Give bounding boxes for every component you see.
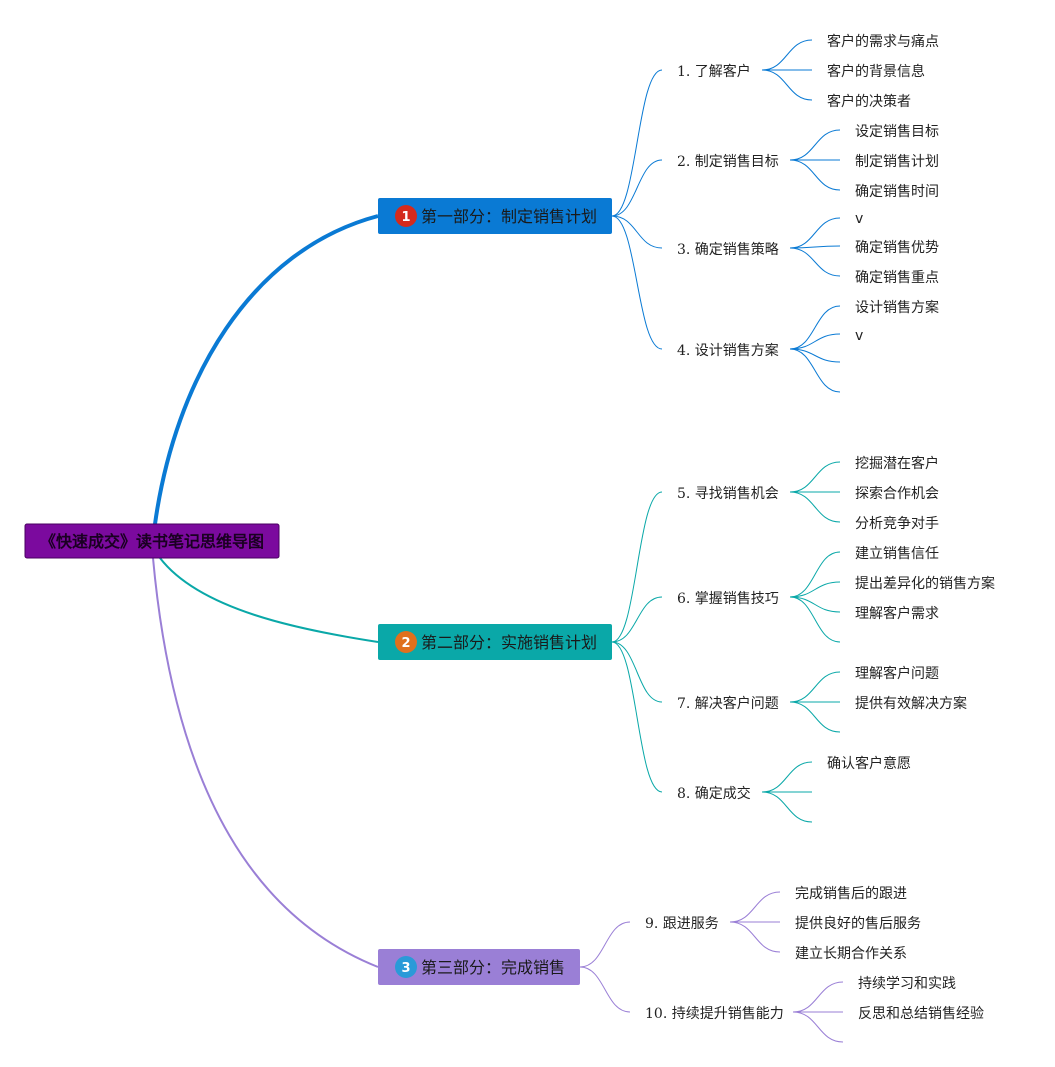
topic-3[interactable]: 3. 确定销售策略 xyxy=(677,241,779,258)
leaf-9-3[interactable]: 建立长期合作关系 xyxy=(795,946,907,962)
connector-11 xyxy=(789,247,841,277)
leaf-10-2[interactable]: 反思和总结销售经验 xyxy=(858,1006,984,1022)
part-title-1: 第一部分：制定销售计划 xyxy=(421,207,597,226)
badge-1 xyxy=(395,205,417,227)
connector-24 xyxy=(789,596,841,613)
leaf-9-1[interactable]: 完成销售后的跟进 xyxy=(795,886,907,902)
part-box-3 xyxy=(378,949,580,985)
root-title: 《快速成交》读书笔记思维导图 xyxy=(40,532,264,551)
leaf-3-2[interactable]: 确定销售优势 xyxy=(855,240,939,256)
leaf-3-3[interactable]: 确定销售重点 xyxy=(855,270,939,286)
connector-9 xyxy=(789,217,841,249)
leaf-5-1[interactable]: 挖掘潜在客户 xyxy=(855,455,939,472)
connector-8 xyxy=(611,215,663,249)
connector-22 xyxy=(789,551,841,598)
part-node-1[interactable]: 1 第一部分：制定销售计划 xyxy=(378,198,612,234)
connector-38 xyxy=(579,966,631,1013)
connector-12 xyxy=(611,215,663,350)
leaf-2-2[interactable]: 制定销售计划 xyxy=(855,154,939,170)
connector-10 xyxy=(789,245,841,249)
connector-37 xyxy=(729,921,781,953)
connector-26 xyxy=(611,641,663,703)
leaf-7-1[interactable]: 理解客户问题 xyxy=(855,665,939,682)
connector-7 xyxy=(789,159,841,191)
connector-4 xyxy=(611,159,663,217)
connector-1 xyxy=(761,39,813,71)
leaf-3-1[interactable]: v xyxy=(855,211,863,227)
topic-1[interactable]: 1. 了解客户 xyxy=(677,63,751,80)
leaf-1-1[interactable]: 客户的需求与痛点 xyxy=(827,33,939,50)
root-node[interactable]: 《快速成交》读书笔记思维导图 xyxy=(24,523,280,559)
connector-33 xyxy=(761,791,813,823)
connector-35 xyxy=(729,891,781,923)
connector-25 xyxy=(789,596,841,643)
badge-3 xyxy=(395,956,417,978)
leaf-6-3[interactable]: 理解客户需求 xyxy=(855,605,939,622)
leaf-1-2[interactable]: 客户的背景信息 xyxy=(827,63,925,80)
badge-number-1: 1 xyxy=(401,210,410,225)
connector-41 xyxy=(792,1011,844,1043)
leaf-4-1[interactable]: 设计销售方案 xyxy=(855,299,939,316)
connector-39 xyxy=(792,981,844,1013)
connector-23 xyxy=(789,581,841,598)
root-connector-3 xyxy=(152,557,379,968)
connector-30 xyxy=(611,641,663,793)
connector-3 xyxy=(761,69,813,101)
leaf-8-1[interactable]: 确认客户意愿 xyxy=(827,755,911,772)
connector-5 xyxy=(789,129,841,161)
part-box-2 xyxy=(378,624,612,660)
topic-10[interactable]: 10. 持续提升销售能力 xyxy=(645,1005,784,1022)
root-connector-1 xyxy=(153,214,379,525)
leaf-10-1[interactable]: 持续学习和实践 xyxy=(858,975,956,992)
connector-34 xyxy=(579,921,631,968)
connector-16 xyxy=(789,348,841,393)
leaf-2-1[interactable]: 设定销售目标 xyxy=(855,124,939,140)
part-title-3: 第三部分：完成销售 xyxy=(421,958,565,977)
topic-2[interactable]: 2. 制定销售目标 xyxy=(677,154,779,170)
connector-17 xyxy=(611,491,663,643)
badge-number-2: 2 xyxy=(401,636,410,651)
badge-number-3: 3 xyxy=(401,961,410,976)
topic-5[interactable]: 5. 寻找销售机会 xyxy=(677,486,779,502)
badge-2 xyxy=(395,631,417,653)
topic-9[interactable]: 9. 跟进服务 xyxy=(645,916,719,932)
part-node-2[interactable]: 2 第二部分：实施销售计划 xyxy=(378,624,612,660)
leaf-1-3[interactable]: 客户的决策者 xyxy=(827,93,911,110)
connector-31 xyxy=(761,761,813,793)
leaf-6-2[interactable]: 提出差异化的销售方案 xyxy=(855,575,995,592)
topic-8[interactable]: 8. 确定成交 xyxy=(677,785,751,802)
connector-27 xyxy=(789,671,841,703)
leaf-2-3[interactable]: 确定销售时间 xyxy=(855,184,939,200)
connector-29 xyxy=(789,701,841,733)
connector-20 xyxy=(789,491,841,523)
leaf-5-3[interactable]: 分析竞争对手 xyxy=(855,515,939,532)
connector-18 xyxy=(789,461,841,493)
topic-6[interactable]: 6. 掌握销售技巧 xyxy=(677,591,779,607)
connector-13 xyxy=(789,305,841,350)
connector-0 xyxy=(611,69,663,217)
connector-14 xyxy=(789,333,841,350)
topic-4[interactable]: 4. 设计销售方案 xyxy=(677,342,779,359)
leaf-9-2[interactable]: 提供良好的售后服务 xyxy=(795,916,921,932)
part-box-1 xyxy=(378,198,612,234)
part-node-3[interactable]: 3 第三部分：完成销售 xyxy=(378,949,580,985)
leaf-5-2[interactable]: 探索合作机会 xyxy=(855,485,939,502)
part-title-2: 第二部分：实施销售计划 xyxy=(421,633,597,652)
leaf-7-2[interactable]: 提供有效解决方案 xyxy=(855,695,967,712)
root-box xyxy=(24,523,280,559)
leaf-4-2[interactable]: v xyxy=(855,328,863,344)
mindmap-edges xyxy=(152,39,844,1043)
leaf-6-1[interactable]: 建立销售信任 xyxy=(855,546,939,562)
connector-21 xyxy=(611,596,663,643)
topic-7[interactable]: 7. 解决客户问题 xyxy=(677,695,779,712)
root-connector-2 xyxy=(159,557,379,643)
